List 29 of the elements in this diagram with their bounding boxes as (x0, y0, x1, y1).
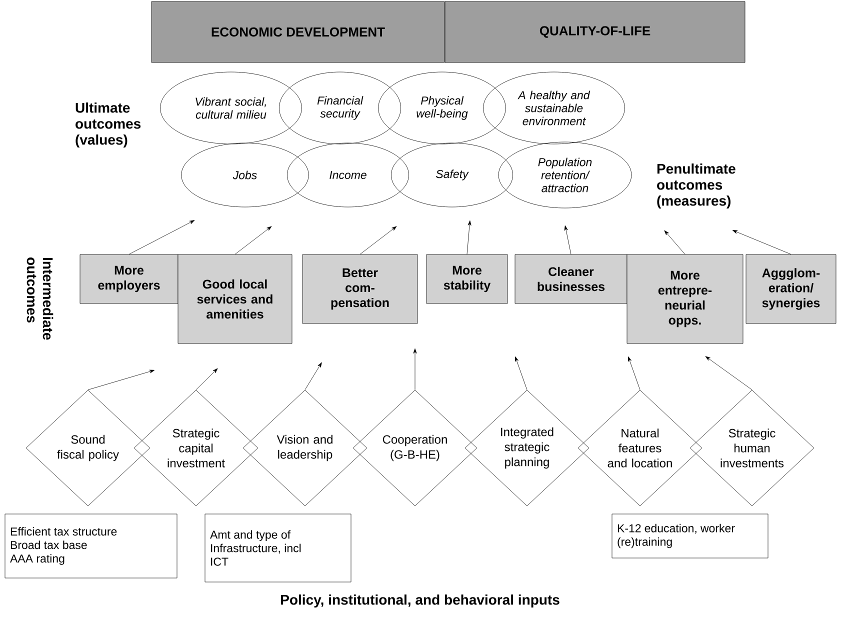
note-box: Amt and type of Infrastructure, incl ICT (204, 514, 352, 582)
arrow (466, 220, 472, 254)
outcome-box: More employers (80, 254, 178, 304)
arrow (360, 226, 397, 254)
footer-label: Policy, institutional, and behavioral inputs (281, 594, 560, 608)
arrow (88, 370, 155, 390)
arrow (128, 220, 195, 254)
arrow (413, 348, 417, 390)
outcome-box: More entrepre- neurial opps. (626, 254, 744, 344)
side-label: Intermediate outcomes (26, 258, 54, 340)
arrow (564, 225, 572, 254)
side-label: Ultimate outcomes (values) (76, 102, 141, 148)
arrow (196, 368, 218, 390)
outcome-box: More stability (426, 254, 508, 304)
arrow (732, 230, 792, 254)
arrow (304, 362, 322, 390)
note-box: K-12 education, worker (re)training (612, 514, 768, 558)
note-box: Efficient tax structure Broad tax base AAA rating (4, 514, 178, 578)
banner-box: QUALITY-OF-LIFE (444, 1, 746, 63)
arrow (234, 226, 272, 254)
outcome-box: Cleaner businesses (514, 254, 628, 304)
side-label: Penultimate outcomes (measures) (657, 163, 736, 209)
outcome-box: Aggglom- eration/ synergies (746, 254, 836, 324)
banner-box: ECONOMIC DEVELOPMENT (151, 1, 445, 63)
arrow (705, 356, 752, 390)
arrow (515, 356, 528, 390)
arrow (628, 356, 640, 390)
arrow (664, 230, 686, 254)
outcome-box: Better com- pensation (302, 254, 418, 324)
